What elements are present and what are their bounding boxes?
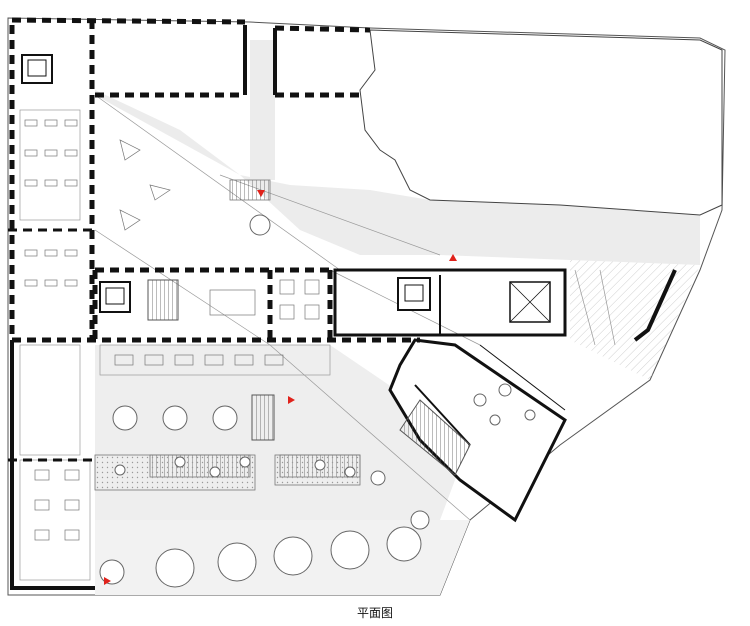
solid-walls [10,25,677,590]
paving-diagonal [95,90,700,265]
tree-icon [99,214,536,588]
dashed-walls [8,17,420,462]
elevator-icon [21,54,551,323]
neighbour-building [359,29,723,216]
furniture [24,119,320,541]
passage-paving [250,40,275,180]
floor-plan-drawing [7,17,726,596]
entrance-arrow-icon [104,190,457,585]
interior-lines [19,94,616,581]
plan-caption: 平面图 [356,606,393,620]
